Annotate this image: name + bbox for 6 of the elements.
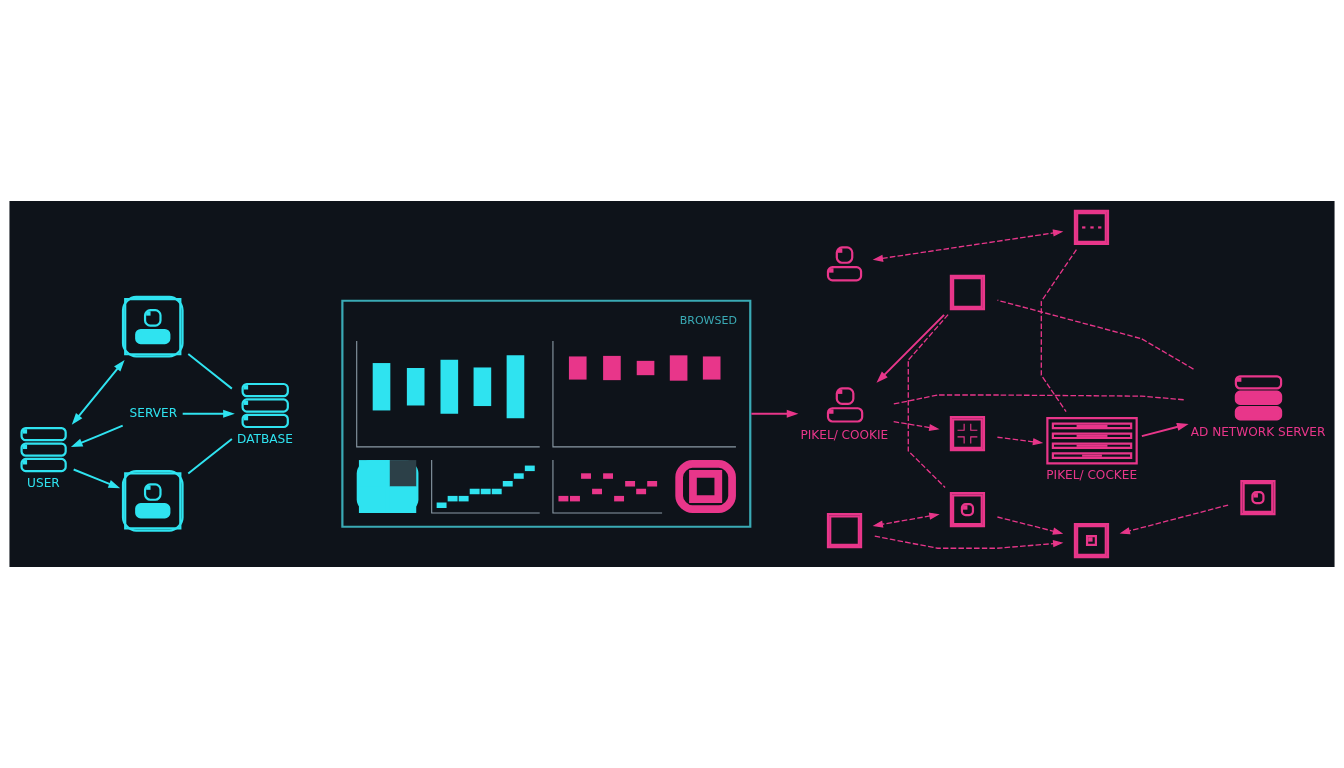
node-label: PIKEL/ COCKEE xyxy=(1046,467,1138,482)
node-label: AD NETWORK SERVER xyxy=(1190,424,1326,439)
node-label: DATBASE xyxy=(237,432,293,447)
node-label: USER xyxy=(27,476,60,491)
node-label: PIKEL/ COOKIE xyxy=(800,427,889,442)
node-text: SERVER xyxy=(129,405,178,420)
